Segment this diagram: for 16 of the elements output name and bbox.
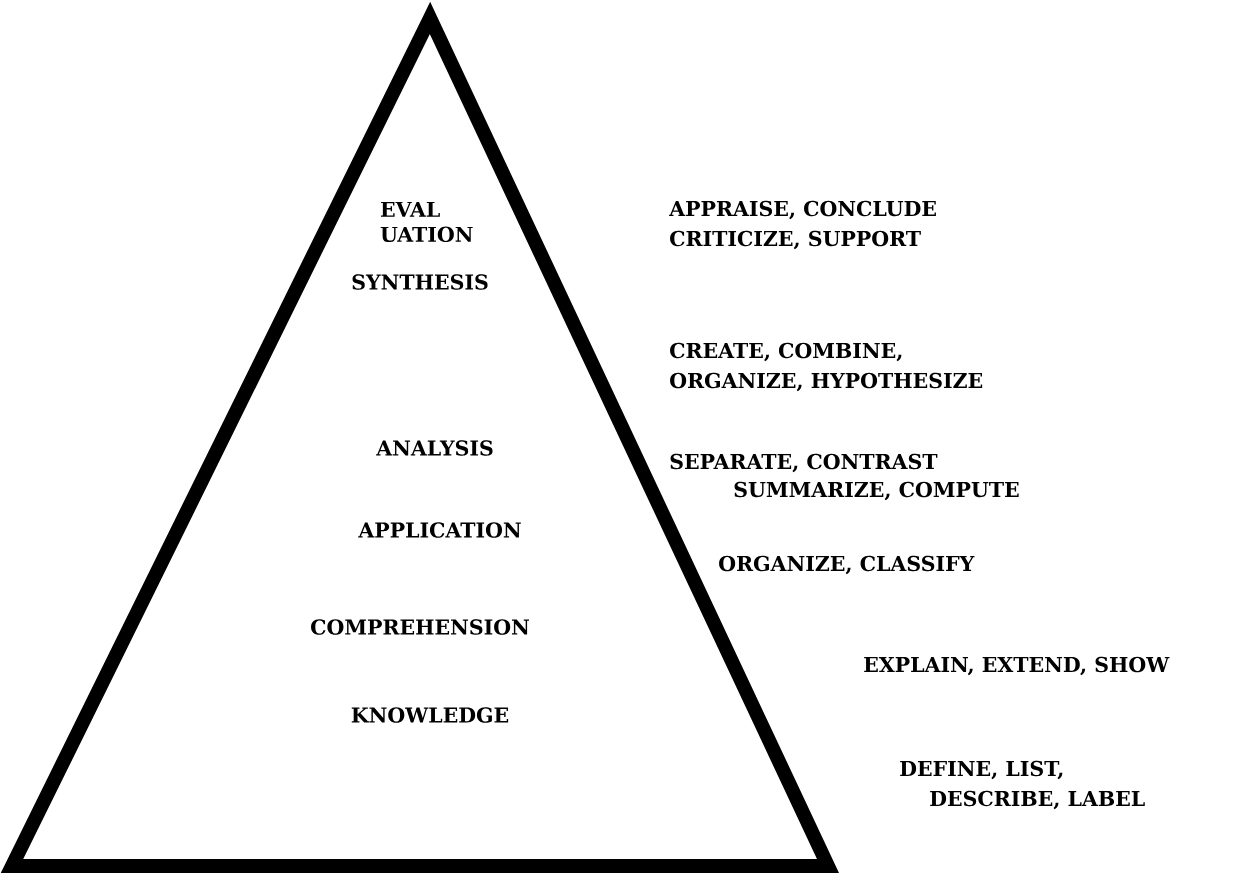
verb-list: SEPARATE, CONTRAST bbox=[670, 453, 938, 473]
verb-list: DESCRIBE, LABEL bbox=[930, 790, 1145, 810]
level-label: ANALYSIS bbox=[376, 440, 493, 456]
verb-list: CREATE, COMBINE, bbox=[670, 342, 902, 362]
verb-list: CRITICIZE, SUPPORT bbox=[670, 230, 921, 250]
verb-list: ORGANIZE, CLASSIFY bbox=[719, 555, 975, 575]
verb-list: DEFINE, LIST, bbox=[900, 760, 1063, 780]
level-label: EVAL UATION bbox=[380, 201, 473, 243]
level-label: COMPREHENSION bbox=[311, 619, 529, 635]
verb-list: EXPLAIN, EXTEND, SHOW bbox=[864, 656, 1170, 676]
level-label: KNOWLEDGE bbox=[351, 707, 509, 723]
level-label: APPLICATION bbox=[358, 522, 521, 538]
verb-list: ORGANIZE, HYPOTHESIZE bbox=[670, 372, 983, 392]
verb-list: APPRAISE, CONCLUDE bbox=[669, 200, 936, 220]
level-label: SYNTHESIS bbox=[352, 274, 488, 290]
verb-list: SUMMARIZE, COMPUTE bbox=[734, 481, 1019, 501]
